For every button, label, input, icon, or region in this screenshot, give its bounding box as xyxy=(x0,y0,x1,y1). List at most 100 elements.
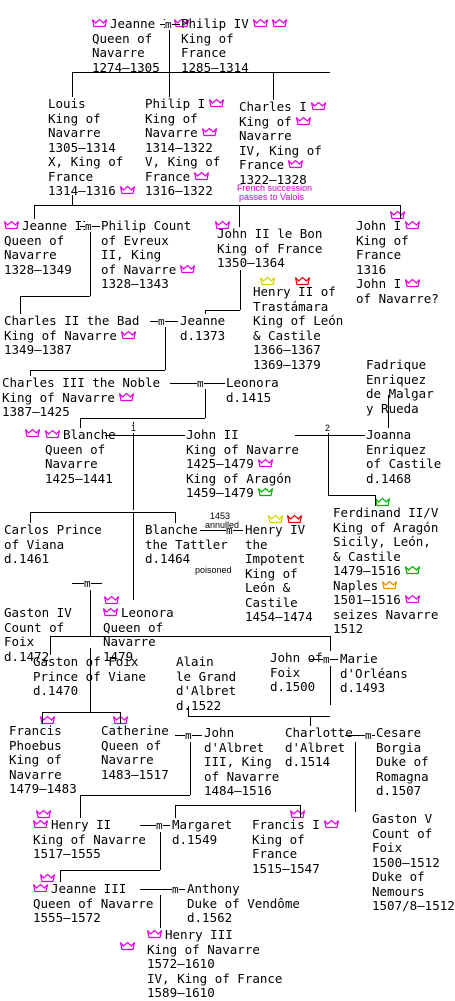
crown-icon xyxy=(112,715,129,725)
line xyxy=(50,636,330,637)
person-line: 1589–1610 xyxy=(147,985,215,1000)
marriage-symbol: m xyxy=(85,220,92,233)
line xyxy=(90,648,91,712)
person-line: France xyxy=(252,846,298,861)
marriage-symbol: m xyxy=(165,18,172,31)
person-line: John of xyxy=(270,650,323,665)
person-line: 1366–1367 xyxy=(253,342,321,357)
person-line: Philip I xyxy=(145,96,206,111)
marriage-symbol: m xyxy=(158,315,165,328)
line xyxy=(400,205,401,219)
person-line: of Castile xyxy=(366,456,442,471)
person-line: Carlos Prince xyxy=(4,522,102,537)
person-line: Henry II xyxy=(51,817,112,832)
crown-icon xyxy=(209,98,225,108)
line xyxy=(133,512,134,600)
line xyxy=(188,706,189,716)
person-line: 1322–1328 xyxy=(239,171,307,187)
line xyxy=(80,795,81,818)
marriage-number: 1 xyxy=(131,423,137,433)
crown-icon xyxy=(174,18,190,28)
person-line: Navarre xyxy=(101,752,154,767)
person-line: Leonora xyxy=(226,375,279,390)
line xyxy=(42,712,43,724)
line xyxy=(300,805,301,818)
line xyxy=(140,889,185,890)
person-line: II, King xyxy=(101,247,162,262)
person-line: 1512 xyxy=(333,621,364,636)
line xyxy=(375,495,376,506)
line xyxy=(328,495,375,496)
marriage-symbol: m xyxy=(185,729,192,742)
person-line: Philip IV xyxy=(181,16,249,31)
line xyxy=(80,795,190,796)
person-line: 1507/8–1512 xyxy=(372,898,455,913)
person-line: King of Navarre xyxy=(2,389,115,405)
crown-icon xyxy=(310,101,326,111)
person-line: Navarre xyxy=(48,125,101,140)
line xyxy=(34,205,400,206)
crown-icon xyxy=(39,715,56,725)
crown-icon xyxy=(102,607,119,617)
person-line: d.1507 xyxy=(376,783,422,798)
person-line: IV, King of France xyxy=(147,970,283,986)
person-line: Count of xyxy=(372,825,433,841)
line xyxy=(34,205,35,219)
person-line: King of Navarre xyxy=(4,327,117,343)
person-line: France xyxy=(181,45,227,60)
person-line: d.1464 xyxy=(145,551,191,566)
crown-icon xyxy=(118,392,134,401)
person-line: 1572–1610 xyxy=(147,956,215,971)
crown-icon xyxy=(194,171,210,180)
person-line: John I xyxy=(356,218,402,233)
line xyxy=(330,666,331,705)
person-line: 1369–1379 xyxy=(253,356,321,372)
person-line: d.1470 xyxy=(33,683,79,698)
person-line: Navarre xyxy=(4,247,57,262)
person-line: Navarre xyxy=(145,125,198,140)
line xyxy=(80,418,81,428)
person-line: 1479 xyxy=(103,648,134,664)
person-line: Henry II of xyxy=(253,284,336,299)
person-line: France xyxy=(356,247,402,262)
crown-icon xyxy=(389,210,406,220)
person-line: of Viana xyxy=(4,536,65,552)
crown-icon xyxy=(382,580,398,589)
person-line: Trastámara xyxy=(253,298,329,314)
person-line: d.1493 xyxy=(340,680,386,695)
crown-icon xyxy=(120,330,136,339)
person-line: 1328–1343 xyxy=(101,276,169,291)
person-line: Phoebus xyxy=(9,737,62,753)
person-line: of Navarre? xyxy=(356,290,439,306)
line xyxy=(355,742,356,812)
person-line: King of Aragón xyxy=(186,470,292,486)
person-line: 1425–1441 xyxy=(45,470,113,486)
line xyxy=(169,30,170,72)
person-line: le Grand xyxy=(176,668,237,684)
crown-icon xyxy=(146,929,163,939)
marriage-symbol: m xyxy=(156,819,163,832)
person-line: John I xyxy=(356,276,402,291)
person-line: Henry IV xyxy=(245,522,306,537)
person-line: Queen of xyxy=(45,441,106,457)
note-annulled: annulled xyxy=(205,520,240,530)
person-line: d.1468 xyxy=(366,470,412,486)
person-line: Margaret xyxy=(172,817,233,832)
person-line: Navarre xyxy=(92,45,145,60)
person-line: King of Navarre xyxy=(33,831,146,847)
